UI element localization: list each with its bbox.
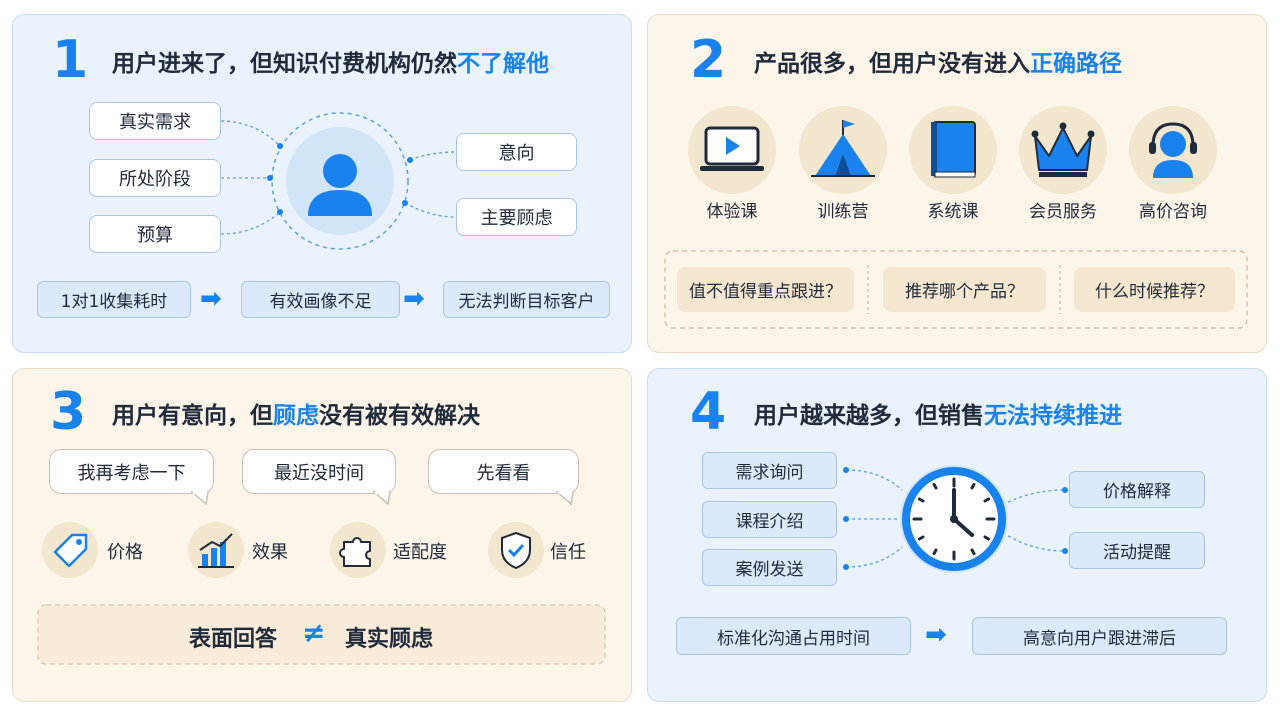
- flow-1-step-1: 1对1收集耗时: [37, 281, 191, 318]
- factor-label-fit: 适配度: [393, 542, 447, 563]
- question-which-product: 推荐哪个产品？: [883, 267, 1046, 312]
- product-label-consulting: 高价咨询: [1139, 202, 1207, 222]
- panel-2-number: 2: [690, 30, 727, 90]
- product-label-camp: 训练营: [817, 202, 869, 222]
- puzzle-icon: [339, 537, 371, 567]
- flow-1-arrow-2-icon: ➡: [403, 284, 425, 314]
- panel-1-title-text: 用户进来了，但知识付费机构仍然: [112, 51, 457, 77]
- factor-label-price: 价格: [107, 542, 143, 563]
- flow-4-arrow-icon: ➡: [925, 620, 947, 650]
- surface-answer-label: 表面回答: [189, 627, 278, 652]
- user-avatar-icon: [286, 127, 394, 235]
- speech-bubble-just-looking: 先看看: [428, 449, 579, 494]
- panel-3-title-suffix: 没有被有效解决: [319, 403, 480, 429]
- panel-3-number: 3: [50, 382, 87, 442]
- flow-1-arrow-1-icon: ➡: [200, 284, 222, 314]
- laptop-play-icon: [700, 126, 764, 171]
- user-info-concern: 主要顾虑: [456, 198, 577, 236]
- price-tag-icon: [53, 533, 88, 568]
- user-info-real-need: 真实需求: [89, 102, 221, 140]
- panel-1-title: 用户进来了，但知识付费机构仍然不了解他: [112, 44, 549, 78]
- panel-4-title-text: 用户越来越多，但销售: [754, 403, 984, 429]
- real-concern-label: 真实顾虑: [345, 627, 434, 652]
- product-label-membership: 会员服务: [1029, 202, 1097, 222]
- sales-task-case-send: 案例发送: [702, 549, 837, 586]
- sales-task-price-explain: 价格解释: [1069, 471, 1205, 508]
- user-info-intent: 意向: [456, 133, 577, 171]
- factor-label-effect: 效果: [252, 542, 288, 563]
- bubble-tail-icon: [554, 491, 574, 506]
- panel-3-title-text: 用户有意向，但: [112, 403, 273, 429]
- sales-task-event-reminder: 活动提醒: [1069, 532, 1205, 569]
- bubble-tail-icon: [189, 491, 209, 506]
- clock-icon: [900, 465, 1008, 573]
- headset-icon: [1149, 122, 1197, 178]
- not-equal-icon: ≠: [302, 616, 326, 649]
- product-label-trial: 体验课: [706, 202, 758, 222]
- crown-icon: [1031, 122, 1095, 177]
- book-icon: [931, 121, 976, 178]
- speech-bubble-no-time: 最近没时间: [242, 449, 396, 494]
- bar-chart-icon: [198, 533, 234, 568]
- flow-1-step-2: 有效画像不足: [241, 281, 400, 318]
- flow-4-step-2: 高意向用户跟进滞后: [972, 617, 1227, 655]
- tent-flag-icon: [811, 120, 875, 177]
- user-info-budget: 预算: [89, 215, 221, 253]
- flow-1-step-3: 无法判断目标客户: [443, 281, 610, 318]
- panel-4-title-highlight: 无法持续推进: [984, 403, 1122, 429]
- bubble-tail-icon: [371, 491, 391, 506]
- factor-label-trust: 信任: [550, 542, 586, 563]
- question-follow-up: 值不值得重点跟进？: [677, 267, 854, 312]
- panel-3-title-highlight: 顾虑: [273, 403, 319, 429]
- panel-1-number: 1: [52, 30, 89, 90]
- panel-2-title: 产品很多，但用户没有进入正确路径: [754, 44, 1122, 78]
- panel-1-title-highlight: 不了解他: [457, 51, 549, 77]
- panel-4-title: 用户越来越多，但销售无法持续推进: [754, 396, 1122, 430]
- panel-2-title-highlight: 正确路径: [1030, 51, 1122, 77]
- question-when-recommend: 什么时候推荐？: [1074, 267, 1235, 312]
- panel-4-number: 4: [690, 382, 727, 442]
- user-info-stage: 所处阶段: [89, 159, 221, 197]
- panel-3-title: 用户有意向，但顾虑没有被有效解决: [112, 396, 480, 430]
- shield-check-icon: [501, 532, 531, 569]
- panel-2-title-text: 产品很多，但用户没有进入: [754, 51, 1030, 77]
- flow-4-step-1: 标准化沟通占用时间: [676, 617, 911, 655]
- speech-bubble-reconsider: 我再考虑一下: [49, 449, 214, 494]
- sales-task-course-intro: 课程介绍: [702, 501, 837, 538]
- product-label-system: 系统课: [927, 202, 979, 222]
- sales-task-need-inquiry: 需求询问: [702, 452, 837, 489]
